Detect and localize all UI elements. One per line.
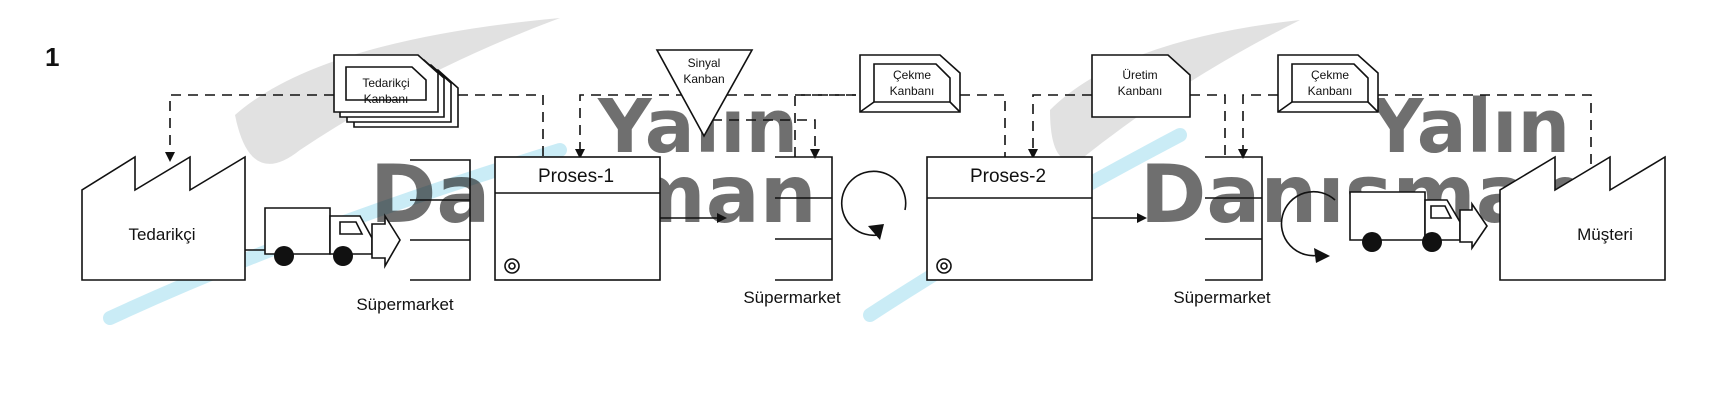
signal-kanban-line-1: Sinyal: [688, 56, 721, 70]
process-2-operator-head-icon: [940, 262, 948, 270]
withdrawal-cycle-2-icon: [1280, 190, 1336, 263]
process-1-operator-icon: [504, 258, 520, 274]
supermarket-2: Süpermarket: [743, 156, 841, 307]
process-1-label: Proses-1: [538, 166, 614, 187]
withdrawal-kanban-1-to-process: [575, 94, 856, 159]
process-1: Proses-1: [494, 156, 661, 281]
withdrawal-kanban-2-flow: [1238, 94, 1278, 159]
supplier-kanban-card-inner: [345, 66, 427, 101]
supplier-kanban-return: [458, 94, 544, 157]
withdrawal-kanban-1-from-supermarket: [794, 94, 856, 157]
customer-kanban-return: [1378, 94, 1592, 167]
supplier-factory-icon: [81, 155, 246, 281]
truck-1-wheel-rear: [274, 246, 294, 266]
withdrawal-kanban-1: Çekme Kanbanı: [859, 54, 961, 113]
truck-2-window: [1430, 205, 1453, 219]
kanban-flow-lines: [165, 94, 1592, 167]
process-2-operator-icon: [936, 258, 952, 274]
production-kanban-card: [1091, 54, 1191, 118]
withdrawal-kanban-1-return: [960, 94, 1006, 157]
truck-2-wheel-rear: [1362, 232, 1382, 252]
withdrawal-kanban-1-line-1: Çekme: [893, 68, 931, 82]
withdrawal-cycle-2-arc: [1280, 190, 1336, 257]
truck-2-wheel-front: [1422, 232, 1442, 252]
withdrawal-kanban-1-line-2: Kanbanı: [890, 84, 935, 98]
signal-kanban-line-2: Kanban: [683, 72, 724, 86]
process-2-label: Proses-2: [970, 166, 1046, 187]
truck-1-wheel-front: [333, 246, 353, 266]
customer-factory: Müşteri: [1499, 155, 1666, 281]
process-2-box: [926, 156, 1093, 281]
customer-factory-icon: [1499, 155, 1666, 281]
supermarket-2-label: Süpermarket: [743, 288, 841, 307]
watermark-text-3: Yalın: [1369, 84, 1570, 170]
supplier-kanban-stack: Tedarikçi Kanbanı: [333, 54, 459, 128]
withdrawal-kanban-2-hatch-1: [1277, 101, 1293, 113]
withdrawal-kanban-1-hatch-1: [859, 101, 875, 113]
customer-label: Müşteri: [1577, 225, 1633, 244]
withdrawal-kanban-2-line-2: Kanbanı: [1308, 84, 1353, 98]
supermarket-1-label: Süpermarket: [356, 295, 454, 314]
supermarket-3-label: Süpermarket: [1173, 288, 1271, 307]
withdrawal-cycle-1-arrowhead: [868, 224, 884, 240]
withdrawal-kanban-2-inner: [1291, 63, 1369, 103]
truck-1-icon: [245, 207, 401, 269]
process-1-box: [494, 156, 661, 281]
supplier-kanban-line-2: Kanbanı: [364, 92, 409, 106]
process-2: Proses-2: [926, 156, 1093, 281]
truck-2-push-arrow: [1459, 201, 1488, 251]
supermarket-1-frame: [410, 159, 471, 281]
truck-2-icon: [1349, 191, 1488, 252]
process-1-operator-head-icon: [508, 262, 516, 270]
figure-number: 1: [45, 42, 59, 72]
withdrawal-cycle-1-arc: [840, 170, 907, 237]
withdrawal-kanban-2-hatch-2: [1367, 101, 1379, 113]
supplier-label: Tedarikçi: [128, 225, 195, 244]
withdrawal-cycle-2-arrowhead: [1314, 248, 1330, 263]
production-kanban: Üretim Kanbanı: [1091, 54, 1191, 118]
withdrawal-kanban-2: Çekme Kanbanı: [1277, 54, 1379, 113]
supplier-kanban-line-1: Tedarikçi: [362, 76, 409, 90]
signal-kanban-triangle: [655, 49, 754, 138]
signal-kanban-flow: [702, 95, 820, 159]
production-kanban-line-2: Kanbanı: [1118, 84, 1163, 98]
withdrawal-kanban-1-inner: [873, 63, 951, 103]
truck-1-trailer: [264, 207, 331, 255]
withdrawal-cycle-1-icon: [840, 170, 907, 240]
truck-1-window: [339, 221, 364, 235]
supermarket-3-frame: [1205, 156, 1263, 281]
production-kanban-flow: [1028, 94, 1092, 159]
truck-1-push-arrow: [371, 213, 401, 269]
supermarket-3: Süpermarket: [1173, 156, 1271, 307]
supermarket-1: Süpermarket: [356, 159, 471, 314]
signal-kanban: Sinyal Kanban: [655, 49, 754, 138]
supplier-factory: Tedarikçi: [81, 155, 246, 281]
supplier-kanban-flow: [165, 94, 334, 162]
withdrawal-kanban-2-line-1: Çekme: [1311, 68, 1349, 82]
truck-2-trailer: [1349, 191, 1426, 241]
supermarket-2-frame: [775, 156, 833, 281]
production-kanban-return: [1190, 94, 1226, 157]
production-kanban-line-1: Üretim: [1122, 68, 1157, 82]
withdrawal-kanban-1-hatch-2: [949, 101, 961, 113]
